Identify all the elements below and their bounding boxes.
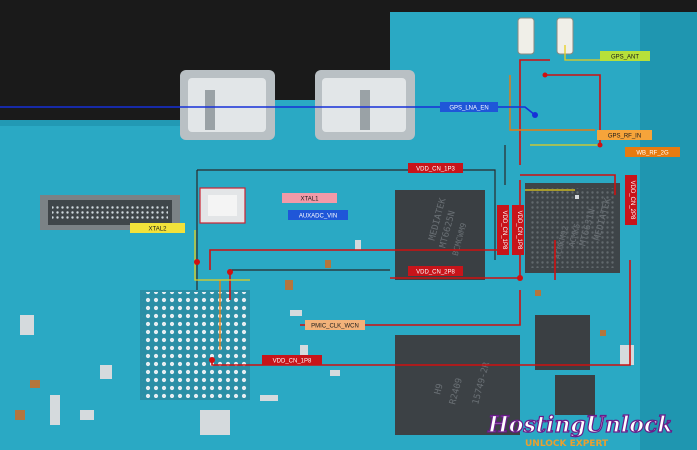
label-auxadc-vin: AUXADC_VIN: [288, 210, 348, 220]
label-gps-rf-in-text: GPS_RF_IN: [608, 134, 641, 140]
test-points: [194, 72, 603, 363]
label-vdd-cn-1p8-right-text: VDD_CN_1P8: [516, 211, 522, 250]
traces-blue: [0, 106, 536, 116]
soc-bga: [140, 290, 250, 400]
chip-memory: H9 R2409 15749-2R: [395, 335, 520, 435]
chip-mt6625: MEDIATEK MT6625N BCMCWM9: [395, 190, 485, 280]
board-cutout-left: [0, 100, 180, 120]
watermark-title: HostingUnlock: [487, 412, 673, 438]
label-gps-ant-text: GPS_ANT: [611, 55, 639, 61]
label-vdd-cn-2p8-top-text: VDD_CN_2P8: [629, 181, 635, 220]
crystal-xtal: [199, 187, 246, 224]
gps-lna-node: [532, 112, 538, 118]
label-vdd-cn-2p8-top: VDD_CN_2P8: [625, 175, 637, 225]
watermark-subtitle: UNLOCK EXPERT: [525, 439, 609, 449]
traces-yellow: [194, 45, 600, 281]
label-vdd-cn-1p8-right: VDD_CN_1P8: [512, 205, 524, 255]
label-pmic-clk-wcn-text: PMIC_CLK_WCN: [311, 324, 359, 330]
label-gps-lna-en: GPS_LNA_EN: [440, 102, 498, 112]
label-gps-ant: GPS_ANT: [600, 51, 650, 61]
label-vdd-cn-2p8-mid: VDD_CN_2P8: [408, 266, 463, 276]
small-chip-right: [535, 315, 590, 370]
board-connector: [40, 195, 180, 230]
label-vdd-cn-1p8-left-text: VDD_CN_1P8: [501, 211, 507, 250]
label-auxadc-vin-text: AUXADC_VIN: [299, 214, 337, 220]
label-vdd-cn-1p8-bottom: VDD_CN_1P8: [262, 355, 322, 365]
label-xtal1: XTAL1: [282, 193, 337, 203]
small-chip-right-2: [555, 375, 595, 415]
mem-line1: H9: [433, 383, 445, 396]
pcb-board-edge-shadow: [0, 120, 180, 126]
label-pmic-clk-wcn: PMIC_CLK_WCN: [305, 320, 365, 330]
watermark: HostingUnlock UNLOCK EXPERT: [486, 411, 673, 449]
gps-antenna-pads: [517, 17, 574, 55]
label-wb-rf-2g-text: WB_RF_2G: [636, 151, 669, 157]
battery-clip-left: [180, 70, 275, 140]
chip-mt6631: MEDIATEK MT6631N ACMK5 ACMKM92: [525, 183, 620, 273]
label-vdd-cn-2p8-mid-text: VDD_CN_2P8: [416, 270, 455, 276]
pcb-dark-strip: [640, 12, 697, 450]
label-vdd-cn-1p8-bottom-text: VDD_CN_1P8: [273, 359, 312, 365]
label-vdd-cn-1p3: VDD_CN_1P3: [408, 163, 463, 173]
traces-orange: [219, 75, 595, 350]
label-xtal2: XTAL2: [130, 223, 185, 233]
traces-dark: [196, 145, 506, 290]
label-gps-rf-in: GPS_RF_IN: [597, 130, 652, 140]
label-xtal1-text: XTAL1: [301, 197, 320, 203]
label-gps-lna-en-text: GPS_LNA_EN: [449, 106, 488, 112]
label-xtal2-text: XTAL2: [149, 227, 168, 233]
battery-clip-right: [315, 70, 415, 140]
label-vdd-cn-1p3-text: VDD_CN_1P3: [416, 167, 455, 173]
smd-brown: [15, 260, 606, 420]
label-wb-rf-2g: WB_RF_2G: [625, 147, 680, 157]
label-vdd-cn-1p8-left: VDD_CN_1P8: [497, 205, 509, 255]
